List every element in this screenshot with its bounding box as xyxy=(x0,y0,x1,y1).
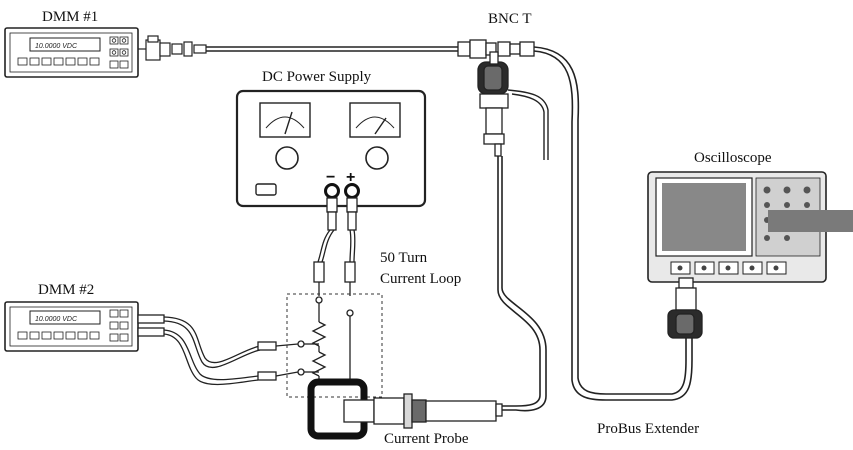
dmm1-bottom-buttons xyxy=(17,57,100,66)
bnc-to-probe-cable xyxy=(497,156,541,407)
bnc-to-scope-cable xyxy=(533,46,687,395)
dmm1-meter: 10.0000 VDC xyxy=(4,27,139,78)
oscilloscope-label: Oscilloscope xyxy=(694,150,772,166)
dmm1-label: DMM #1 xyxy=(42,9,98,25)
oscilloscope xyxy=(647,171,853,283)
dmm2-jacks xyxy=(109,309,129,342)
current-probe-label: Current Probe xyxy=(384,431,469,447)
bnc-t-label: BNC T xyxy=(488,11,531,27)
minus-terminal-label: − xyxy=(326,169,335,186)
dmm2-label: DMM #2 xyxy=(38,282,94,298)
dmm1-bnc-adapter xyxy=(138,35,207,61)
dmm1-display: 10.0000 VDC xyxy=(35,43,78,50)
resistor-circuit xyxy=(297,296,354,384)
dmm2-test-leads xyxy=(137,314,299,386)
supply-leads xyxy=(313,197,358,296)
plus-terminal-label: + xyxy=(346,169,355,186)
dc-power-supply xyxy=(235,89,427,208)
dmm2-bottom-buttons xyxy=(17,331,100,340)
probus-extender-connector xyxy=(667,277,703,339)
dc-power-supply-label: DC Power Supply xyxy=(262,69,372,85)
dmm1-jacks xyxy=(109,36,129,69)
probus-extender-label: ProBus Extender xyxy=(597,421,699,437)
current-loop-label-line1: 50 Turn xyxy=(380,250,428,266)
current-loop-label-line2: Current Loop xyxy=(380,271,461,287)
bnc-t-connector xyxy=(457,39,535,157)
dmm2-meter: 10.0000 VDC xyxy=(4,301,139,352)
current-probe xyxy=(343,393,503,429)
dmm2-display: 10.0000 VDC xyxy=(35,316,78,323)
